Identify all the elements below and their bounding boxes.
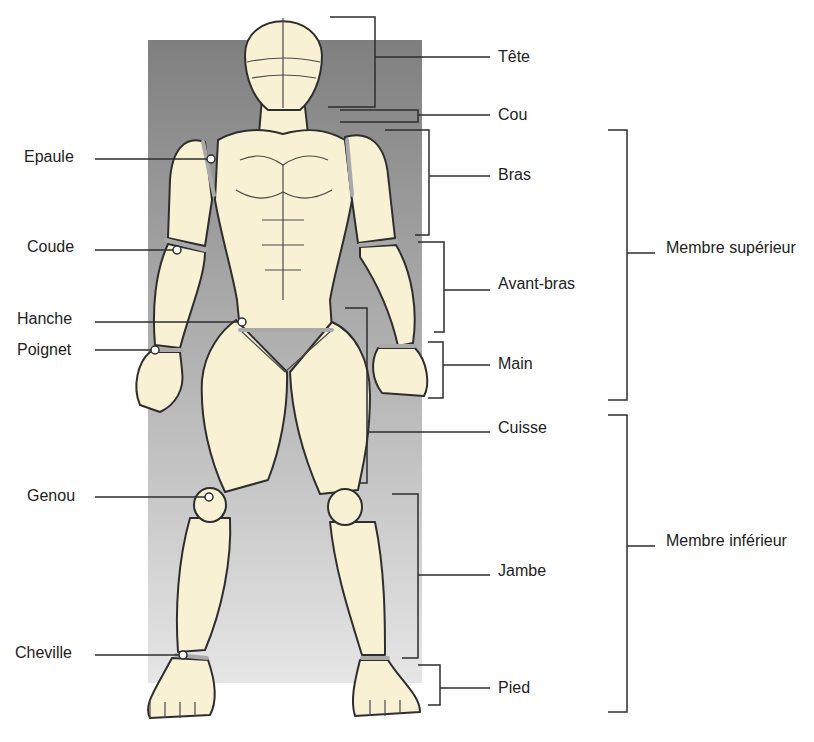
part-label: Poignet bbox=[17, 341, 71, 359]
part-label: Avant-bras bbox=[498, 275, 575, 293]
part-label: Main bbox=[498, 355, 533, 373]
part-label: Cou bbox=[498, 106, 527, 124]
part-label: Tête bbox=[498, 48, 530, 66]
part-label: Epaule bbox=[24, 148, 74, 166]
part-label: Coude bbox=[27, 238, 74, 256]
part-label: Cuisse bbox=[498, 419, 547, 437]
part-label: Cheville bbox=[15, 644, 72, 662]
part-label: Genou bbox=[27, 487, 75, 505]
part-label: Hanche bbox=[17, 310, 72, 328]
part-label: Membre inférieur bbox=[666, 532, 787, 550]
part-label: Pied bbox=[498, 679, 530, 697]
part-label: Membre supérieur bbox=[666, 239, 796, 257]
part-label: Bras bbox=[498, 166, 531, 184]
part-label: Jambe bbox=[498, 562, 546, 580]
